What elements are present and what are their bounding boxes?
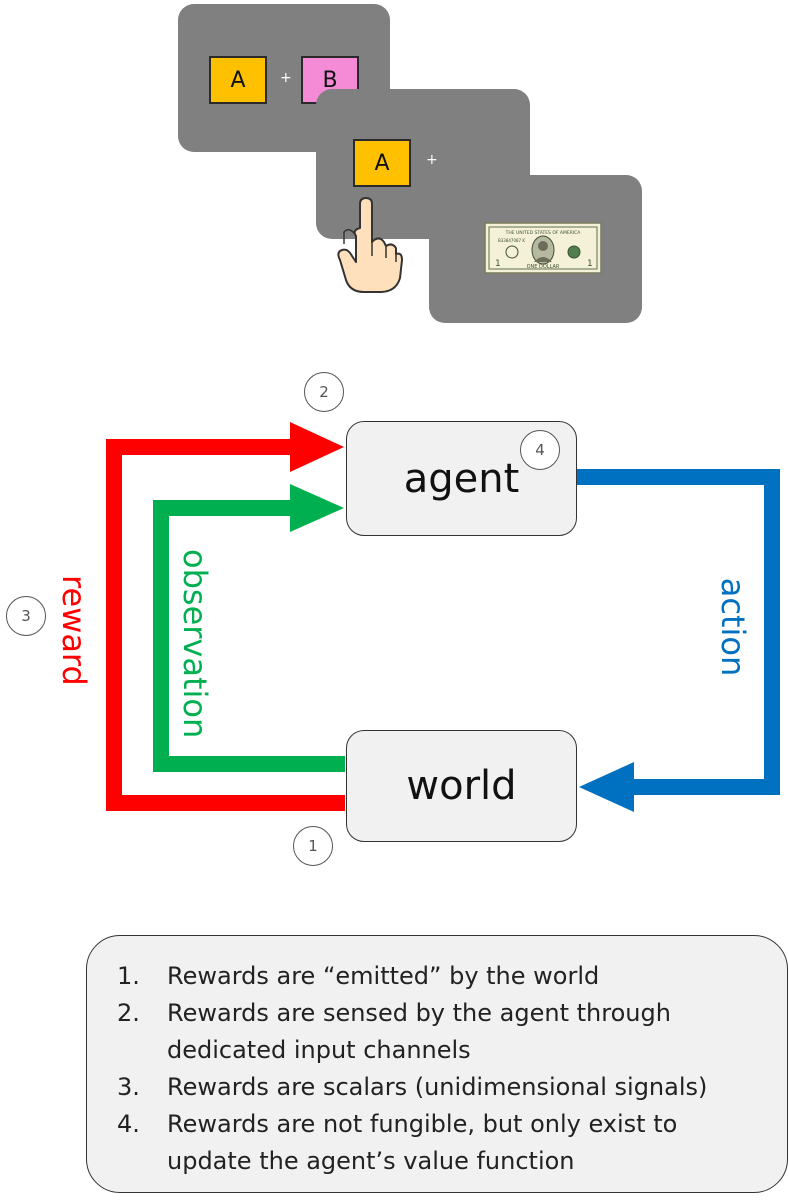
list-item-number: 2. <box>117 999 140 1027</box>
fixation-cross: + <box>280 70 292 86</box>
marker-1-label: 1 <box>308 837 318 855</box>
stimulus-a-label: A <box>230 67 246 93</box>
bill-caption: ONE DOLLAR <box>527 264 560 270</box>
observation-label: observation <box>176 549 214 739</box>
pointing-hand-icon <box>337 197 403 293</box>
list-item-text: Rewards are not fungible, but only exist… <box>167 1110 678 1175</box>
loop-arrows <box>106 422 780 812</box>
reward-arrow <box>106 439 345 811</box>
list-item-text: Rewards are “emitted” by the world <box>167 962 600 990</box>
list-item-number: 3. <box>117 1073 140 1101</box>
world-label: world <box>406 763 517 809</box>
list-item-text: Rewards are sensed by the agent through … <box>167 999 671 1064</box>
marker-2: 2 <box>304 372 344 412</box>
observation-arrow <box>153 500 345 772</box>
notes-box: 1. Rewards are “emitted” by the world 2.… <box>86 935 788 1193</box>
list-item: 2. Rewards are sensed by the agent throu… <box>117 995 727 1069</box>
list-item: 3. Rewards are scalars (unidimensional s… <box>117 1069 727 1106</box>
list-item-text: Rewards are scalars (unidimensional sign… <box>167 1073 708 1101</box>
selected-option-a: A <box>353 139 411 187</box>
dollar-bill-icon: THE UNITED STATES OF AMERICA ONE DOLLAR … <box>484 222 602 274</box>
bill-serial: B33847087 K <box>498 238 525 243</box>
list-item: 1. Rewards are “emitted” by the world <box>117 958 727 995</box>
bill-denomination-left: 1 <box>495 259 501 269</box>
reward-label: reward <box>55 575 93 686</box>
bill-denomination-right: 1 <box>587 259 593 269</box>
marker-3-label: 3 <box>21 607 31 625</box>
action-label: action <box>714 577 752 677</box>
action-arrow <box>577 469 780 795</box>
agent-label: agent <box>403 455 520 502</box>
marker-4: 4 <box>520 430 560 470</box>
notes-list: 1. Rewards are “emitted” by the world 2.… <box>117 958 727 1180</box>
marker-4-label: 4 <box>535 441 545 459</box>
world-box: world <box>346 730 577 842</box>
list-item-number: 4. <box>117 1110 140 1138</box>
fixation-cross: + <box>426 152 438 168</box>
selected-option-label: A <box>374 150 390 176</box>
marker-2-label: 2 <box>319 383 329 401</box>
marker-1: 1 <box>293 826 333 866</box>
stimulus-b-label: B <box>322 67 338 93</box>
stimulus-option-a: A <box>209 56 267 104</box>
bill-header: THE UNITED STATES OF AMERICA <box>505 230 582 236</box>
list-item: 4. Rewards are not fungible, but only ex… <box>117 1106 727 1180</box>
observation-arrowhead <box>290 484 344 532</box>
action-arrowhead <box>579 762 634 812</box>
list-item-number: 1. <box>117 962 140 990</box>
marker-3: 3 <box>6 596 46 636</box>
reward-arrowhead <box>290 422 344 472</box>
